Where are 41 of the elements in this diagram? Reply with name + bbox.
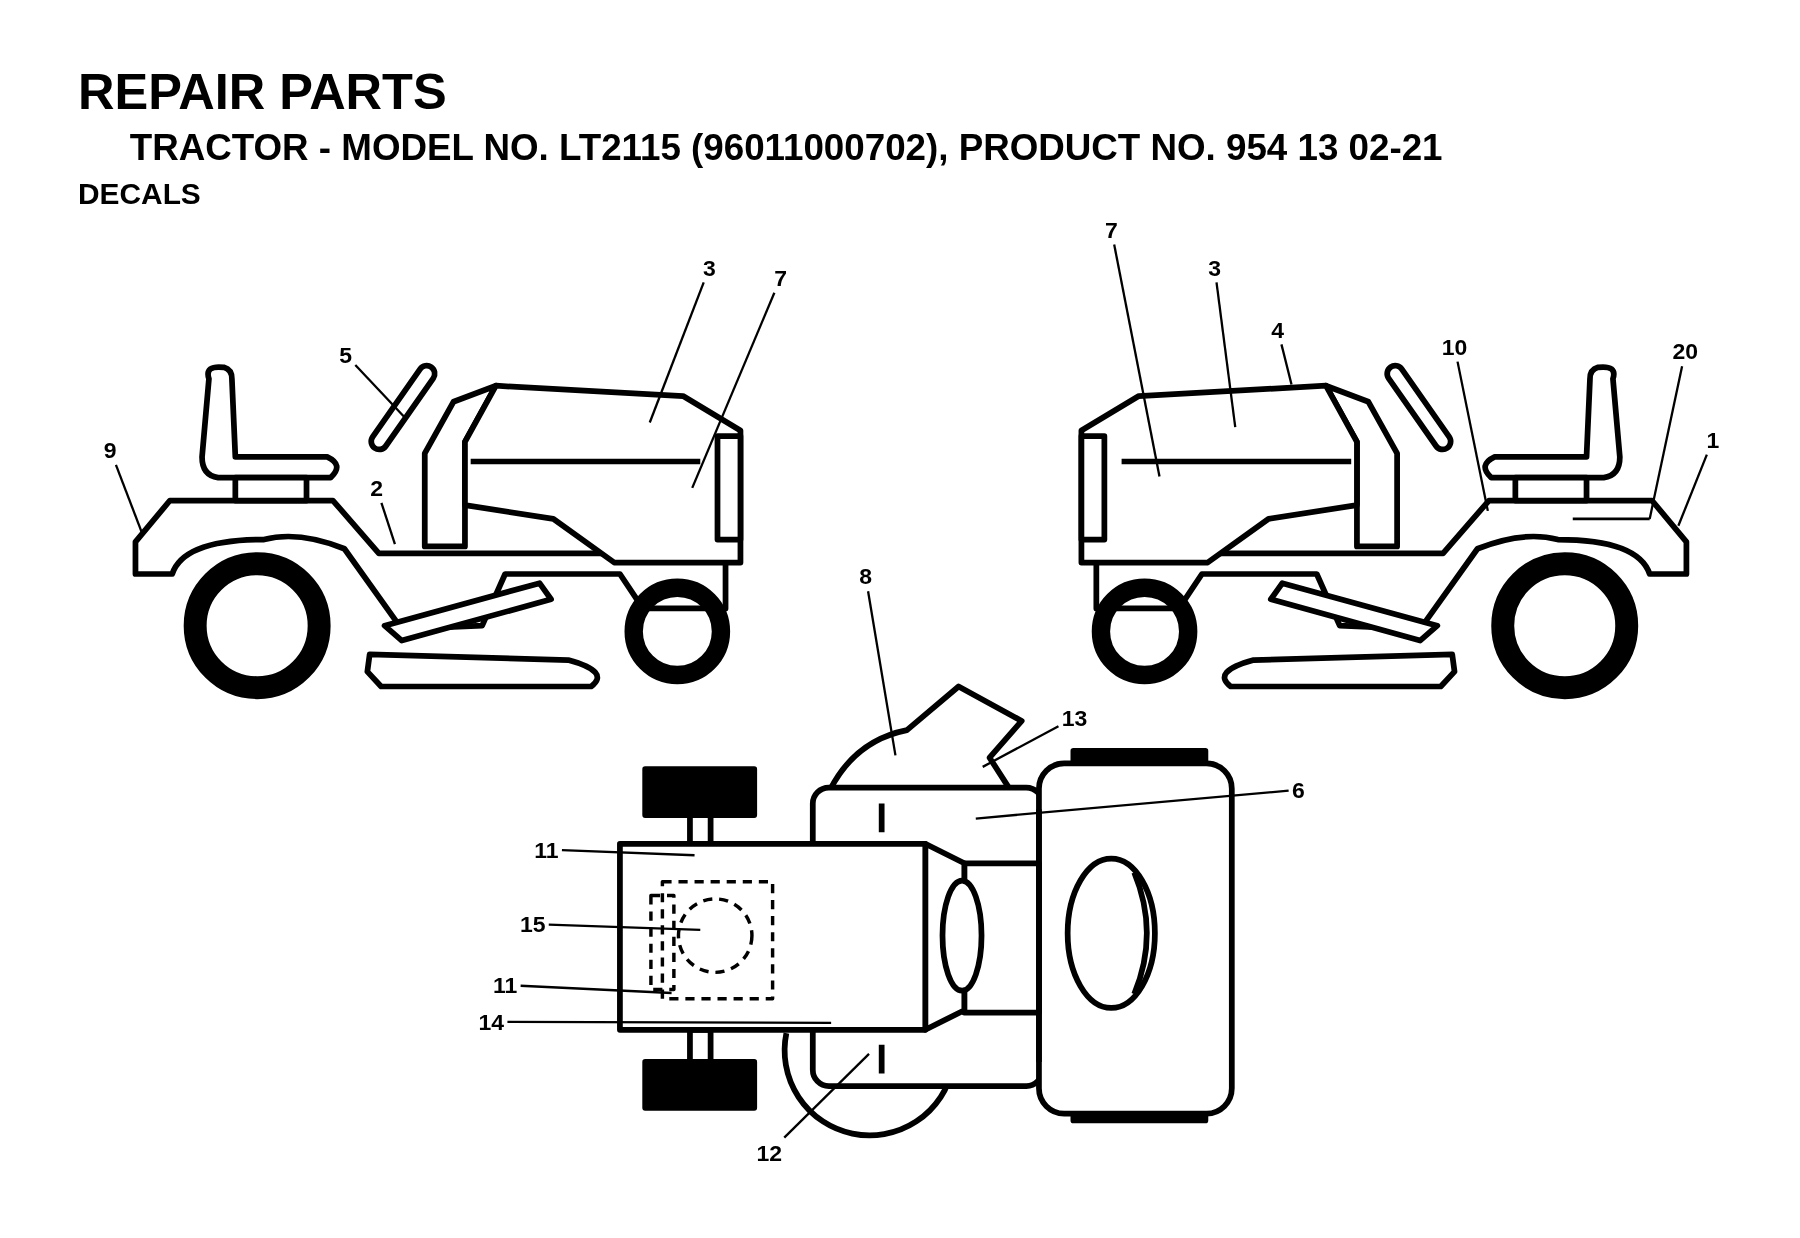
callout-number: 6 [1292,778,1305,802]
leader-line [1113,244,1161,477]
leader-line [691,292,776,489]
callout-number: 8 [859,564,872,588]
leader-line [520,984,672,995]
leader-line [1677,454,1708,527]
callout-number: 11 [493,973,518,997]
callout-number: 12 [756,1141,782,1165]
callout-number: 15 [519,912,546,936]
leader-line [982,725,1059,768]
leader-line [866,591,897,756]
section-heading: DECALS [78,179,201,209]
callout-number: 5 [339,343,352,367]
leader-line [1648,365,1684,520]
leader-line [380,502,396,545]
leader-line [507,1020,832,1024]
callout-number: 7 [774,266,788,290]
leader-line [783,1053,870,1139]
callout-number: 13 [1061,706,1088,729]
subtitle: TRACTOR - MODEL NO. LT2115 (96011000702), PRODUCT NO. 954 13 02-21 [129,128,1443,166]
leader-line [1456,361,1489,512]
leader-line [561,848,695,857]
callout-number: 4 [1271,318,1285,341]
callout-number: 10 [1441,335,1468,359]
leader-line [114,464,144,535]
leader-line [1215,282,1237,428]
callout-number: 3 [703,256,716,279]
callout-number: 2 [370,476,383,500]
callout-number: 11 [534,838,559,861]
callout-number: 3 [1208,256,1221,279]
page-title: REPAIR PARTS [78,66,447,118]
leader-line [548,923,701,932]
callout-number: 9 [103,438,117,462]
leader-line [1280,344,1293,385]
callout-number: 14 [478,1010,505,1034]
callout-number: 20 [1672,339,1699,363]
leader-line [648,282,705,423]
leader-line [354,364,405,418]
leader-line [975,789,1289,820]
callout-number: 7 [1104,218,1118,242]
callout-number: 1 [1706,428,1720,452]
